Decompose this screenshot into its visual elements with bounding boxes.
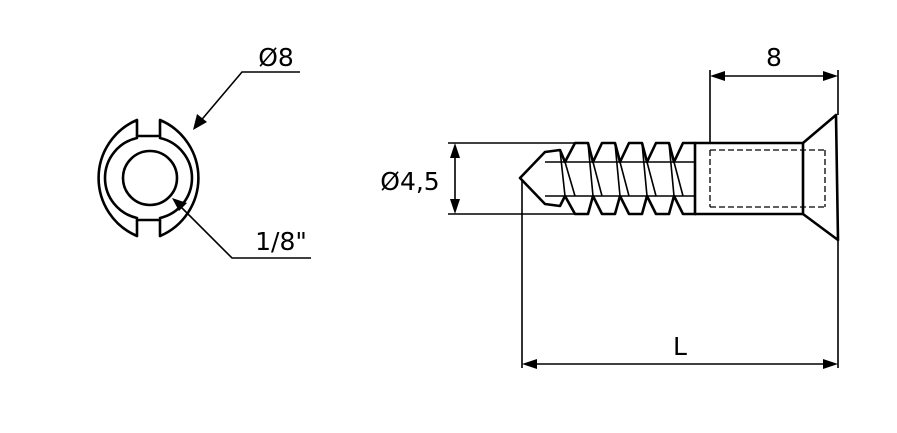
end-view [97,118,200,238]
slot-edges [135,134,162,222]
shank-length-label: 8 [766,43,782,72]
outer-ring [97,118,200,238]
socket-hole [121,149,179,207]
shank-length-dimension: 8 [709,43,839,143]
total-length-dimension: L [521,180,839,369]
drive-size-label: 1/8" [255,227,307,256]
thread-diameter-label: Ø4,5 [380,167,439,196]
head-diameter-callout: Ø8 [193,43,300,130]
thread-profile [518,141,697,216]
countersunk-head [801,113,840,242]
hidden-socket [709,149,826,208]
thread-flanks [559,142,684,197]
middle-ring [103,136,194,220]
total-length-label: L [673,332,687,361]
thread-diameter-dimension: Ø4,5 [380,142,575,215]
side-view [518,113,840,242]
head-diameter-label: Ø8 [258,43,294,72]
shank [693,141,805,216]
drive-size-callout: 1/8" [172,198,311,259]
